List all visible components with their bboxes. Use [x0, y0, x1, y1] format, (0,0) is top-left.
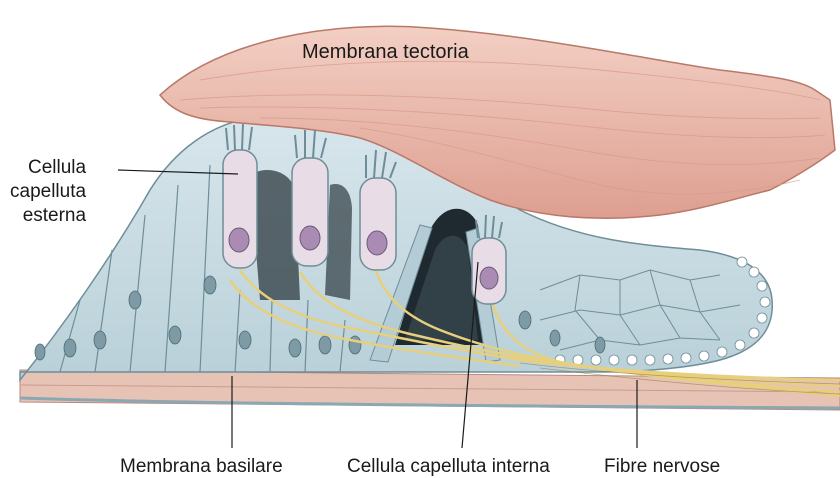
- label-line: capelluta: [10, 180, 86, 204]
- label-membrana-tectoria: Membrana tectoria: [302, 41, 469, 63]
- label-line: Cellula: [10, 156, 86, 180]
- label-fibre-nervose: Fibre nervose: [604, 456, 720, 478]
- label-cellula-capelluta-esterna: Cellula capelluta esterna: [10, 156, 86, 228]
- label-membrana-basilare: Membrana basilare: [120, 456, 283, 478]
- label-cellula-capelluta-interna: Cellula capelluta interna: [347, 456, 550, 478]
- label-line: esterna: [10, 204, 86, 228]
